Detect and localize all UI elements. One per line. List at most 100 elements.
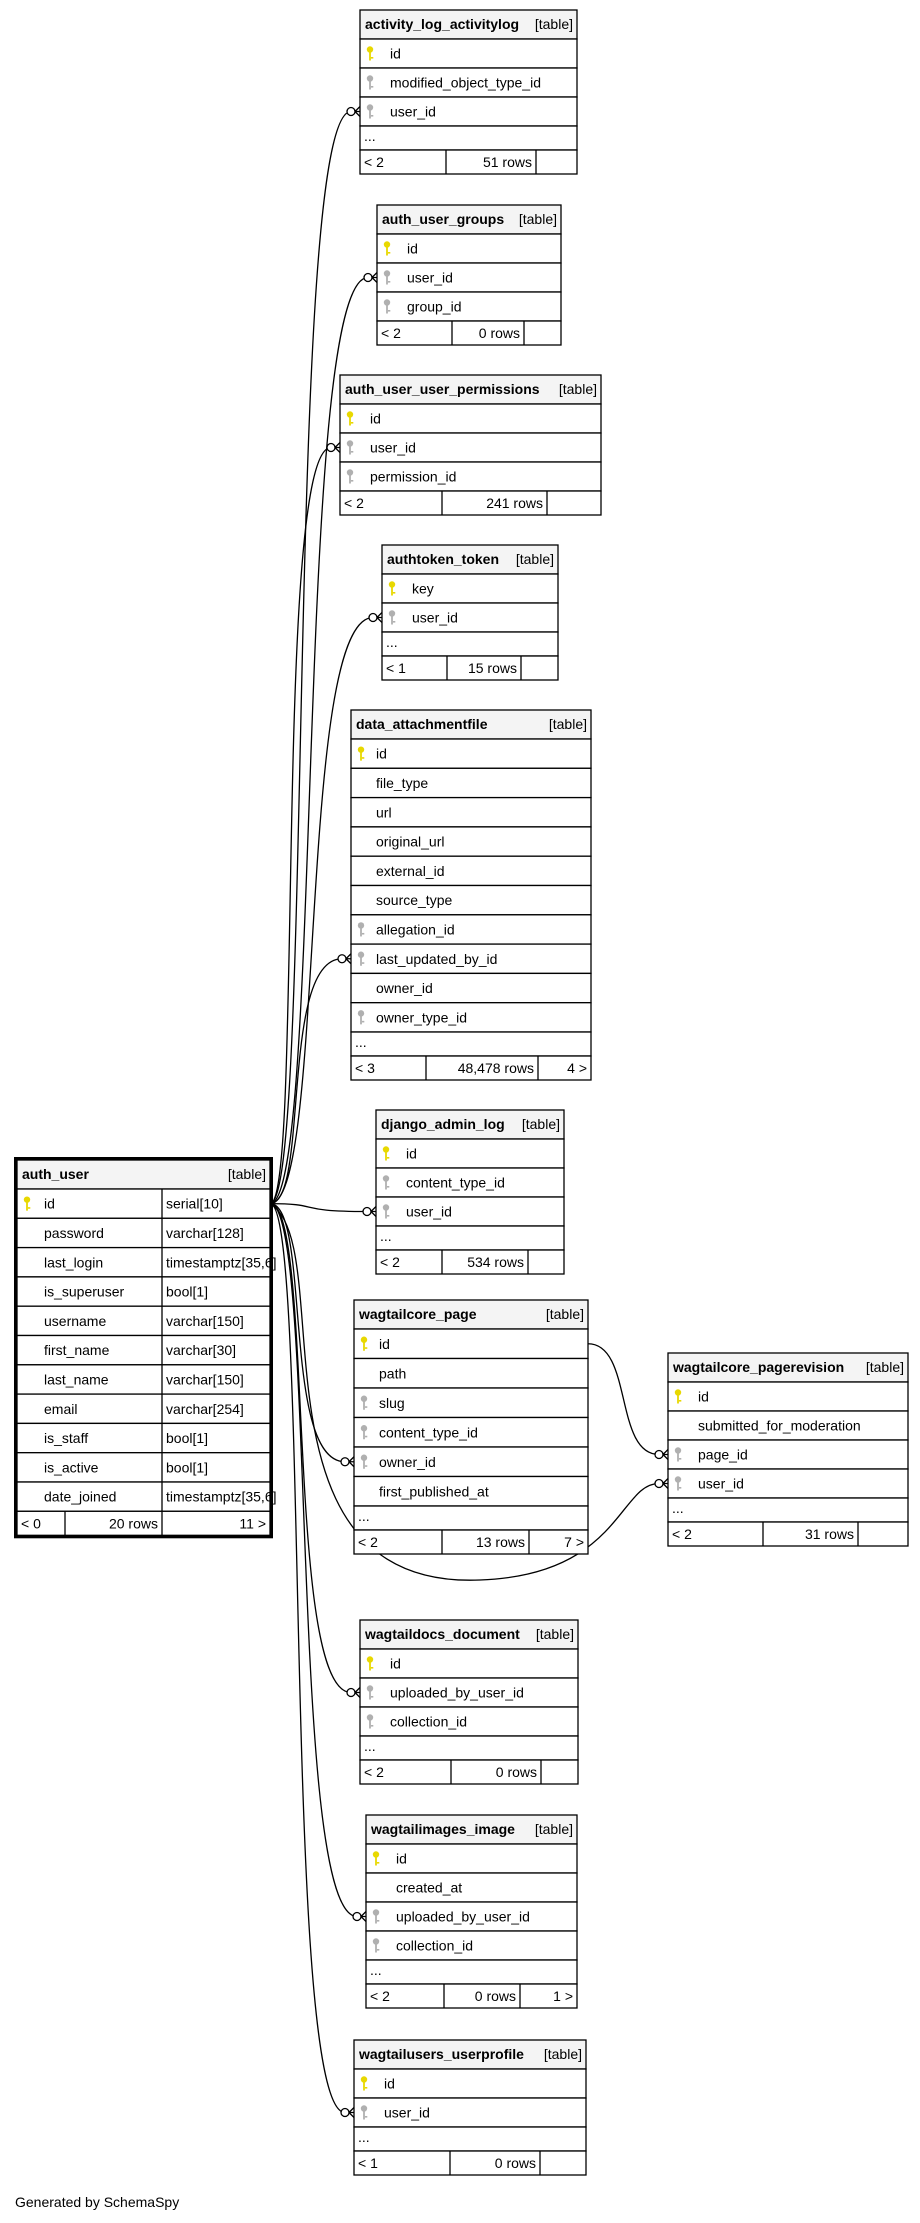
table-kind: [table] <box>549 716 587 732</box>
primary-key-icon <box>360 2076 368 2091</box>
more-row <box>353 2126 587 2152</box>
crows-foot-marker <box>371 272 378 283</box>
row-count: 534 rows <box>467 1254 524 1270</box>
column-name: allegation_id <box>376 921 455 937</box>
foreign-key-icon <box>366 1714 374 1729</box>
column-name: id <box>384 2076 395 2092</box>
foreign-key-icon <box>383 299 391 314</box>
column-name: owner_id <box>376 980 433 996</box>
table-footer <box>365 1983 578 2009</box>
column-row <box>16 1276 271 1307</box>
row-count: 0 rows <box>475 1988 516 2004</box>
column-name: user_id <box>407 270 453 286</box>
table-title: wagtailcore_pagerevision <box>672 1359 844 1375</box>
more-indicator: ... <box>358 1508 370 1524</box>
column-name: user_id <box>384 2105 430 2121</box>
crows-foot-marker <box>376 612 383 623</box>
column-name: is_superuser <box>44 1284 124 1300</box>
foreign-key-icon <box>674 1476 682 1491</box>
more-indicator: ... <box>364 1738 376 1754</box>
column-row <box>353 2068 587 2099</box>
row-count: 0 rows <box>479 325 520 341</box>
crows-foot-marker <box>334 442 341 453</box>
column-row <box>350 914 592 945</box>
column-row <box>359 1648 579 1679</box>
column-row <box>350 943 592 975</box>
optional-marker <box>362 1206 372 1217</box>
parent-count: < 2 <box>380 1254 400 1270</box>
optional-marker <box>352 1911 362 1922</box>
more-row <box>353 1505 589 1531</box>
relationship-line <box>269 1203 346 2114</box>
row-count: 241 rows <box>486 495 543 511</box>
relationship-line <box>269 276 369 1205</box>
column-row <box>359 96 578 127</box>
table-kind: [table] <box>519 211 557 227</box>
table-header <box>359 1619 579 1650</box>
table-footer <box>359 149 578 175</box>
column-row <box>359 1706 579 1737</box>
column-row <box>16 1334 271 1366</box>
relationship-line <box>269 110 352 1205</box>
primary-key-icon <box>366 1656 374 1671</box>
column-name: user_id <box>406 1204 452 1220</box>
column-name: first_name <box>44 1342 110 1358</box>
table-footer <box>376 320 562 346</box>
table-footer <box>353 1529 589 1555</box>
table-footer <box>359 1759 579 1785</box>
more-indicator: ... <box>358 2129 370 2145</box>
parent-count: < 2 <box>381 325 401 341</box>
column-type: serial[10] <box>166 1196 223 1212</box>
table-header <box>667 1352 909 1383</box>
foreign-key-icon <box>357 922 365 937</box>
column-name: id <box>406 1146 417 1162</box>
column-name: page_id <box>698 1447 748 1463</box>
column-name: id <box>390 1656 401 1672</box>
table-auth_user_user_permissions: auth_user_user_permissions[table]iduser_… <box>339 374 602 516</box>
crows-foot-marker <box>370 1206 377 1217</box>
column-name: id <box>376 746 387 762</box>
crows-foot-marker <box>348 1456 355 1468</box>
column-type: bool[1] <box>166 1459 208 1475</box>
foreign-key-icon <box>372 1938 380 1953</box>
column-name: last_updated_by_id <box>376 951 497 967</box>
column-type: varchar[254] <box>166 1401 244 1417</box>
column-row <box>353 2097 587 2128</box>
relationship-line <box>269 1203 368 1213</box>
column-name: user_id <box>698 1476 744 1492</box>
column-row <box>381 602 559 633</box>
relationship-line <box>269 958 343 1205</box>
column-name: user_id <box>412 610 458 626</box>
table-title: wagtailusers_userprofile <box>358 2046 524 2062</box>
crows-foot-marker <box>662 1449 669 1460</box>
column-name: email <box>44 1401 77 1417</box>
table-kind: [table] <box>559 381 597 397</box>
table-border <box>14 1157 273 1539</box>
foreign-key-icon <box>382 1204 390 1219</box>
table-wagtailimages_image: wagtailimages_image[table]idcreated_atup… <box>365 1814 578 2009</box>
column-name: uploaded_by_user_id <box>396 1909 530 1925</box>
foreign-key-icon <box>674 1447 682 1462</box>
row-count: 15 rows <box>468 660 517 676</box>
column-name: owner_type_id <box>376 1009 467 1025</box>
foreign-key-icon <box>346 469 354 484</box>
table-auth_user_groups: auth_user_groups[table]iduser_idgroup_id… <box>376 204 562 346</box>
table-header <box>375 1109 565 1140</box>
optional-marker <box>337 954 347 964</box>
primary-key-icon <box>388 581 396 596</box>
column-name: username <box>44 1313 106 1329</box>
relationship-line <box>587 1343 660 1456</box>
column-name: id <box>698 1389 709 1405</box>
more-indicator: ... <box>380 1228 392 1244</box>
foreign-key-icon <box>366 75 374 90</box>
table-title: auth_user_user_permissions <box>345 381 540 397</box>
more-row <box>365 1959 578 1985</box>
column-row <box>16 1481 271 1512</box>
parent-count: < 1 <box>386 660 406 676</box>
column-name: key <box>412 581 434 597</box>
row-count: 13 rows <box>476 1534 525 1550</box>
more-indicator: ... <box>386 634 398 650</box>
column-name: id <box>370 411 381 427</box>
column-row <box>339 432 602 463</box>
